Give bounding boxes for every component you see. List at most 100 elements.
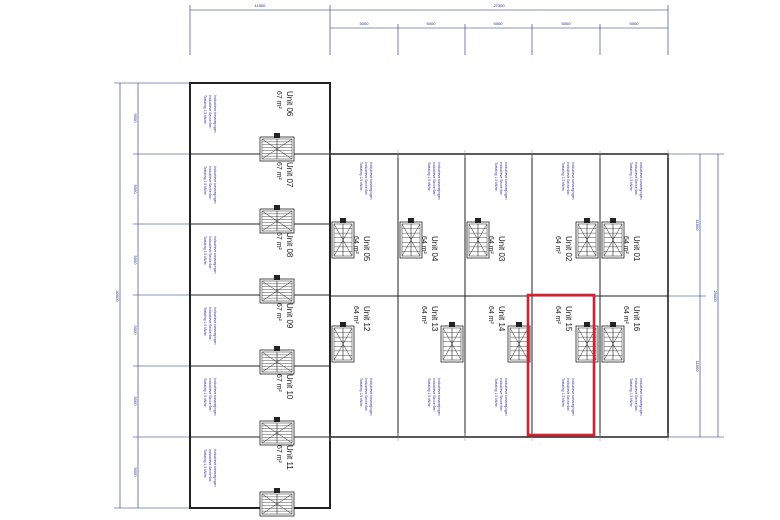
unit-02-note: Indicatieve toevoegingen	[571, 162, 575, 200]
unit-05-name: Unit 05	[362, 236, 371, 262]
unit-03-note: Indicatieve toevoegingen	[504, 162, 508, 200]
unit-14-note: Indicatieve Sectie 6m²	[499, 378, 503, 412]
unit-03-note: Indicatieve Sectie 6m²	[499, 162, 503, 196]
unit-08-name: Unit 08	[285, 232, 294, 258]
unit-12-note: Indicatieve Sectie 6m²	[364, 378, 368, 412]
unit-08-note: Toelating 1.5 kN/m²	[203, 236, 207, 266]
unit-11-note: Toelating 1.5 kN/m²	[203, 449, 207, 479]
unit-07-name: Unit 07	[285, 162, 294, 188]
unit-10-area: 67 m²	[275, 374, 282, 393]
unit-14-note: Indicatieve toevoegingen	[504, 378, 508, 416]
unit-06-note: Toelating 1.5 kN/m²	[203, 95, 207, 125]
unit-04-stairs	[399, 218, 423, 259]
unit-16-note: Indicatieve Sectie 6m²	[634, 378, 638, 412]
unit-10-name: Unit 10	[285, 374, 294, 400]
unit-11-note: Indicatieve toevoegingen	[213, 449, 217, 487]
dim-left-seg-3: 5000	[133, 256, 138, 266]
unit-13-area: 64 m²	[420, 306, 427, 325]
unit-06-stairs	[259, 133, 295, 162]
dim-right-total: 25000	[713, 290, 718, 302]
unit-07-stairs	[259, 205, 295, 234]
dimension-lines	[114, 5, 724, 509]
unit-02-stairs	[575, 218, 599, 259]
unit-14-stairs	[507, 322, 531, 363]
unit-08-note: Indicatieve Sectie 6m²	[208, 236, 212, 270]
unit-01-note: Indicatieve toevoegingen	[639, 162, 643, 200]
dim-top-seg-1: 5000	[360, 21, 370, 26]
unit-11-stairs	[259, 488, 295, 517]
unit-01-area: 64 m²	[622, 236, 629, 255]
unit-16-note: Indicatieve toevoegingen	[639, 378, 643, 416]
unit-11-area: 67 m²	[275, 445, 282, 464]
unit-13-name: Unit 13	[430, 306, 439, 332]
unit-11-note: Indicatieve Sectie 6m²	[208, 449, 212, 483]
dim-left-seg-4: 5000	[133, 326, 138, 336]
dim-top-seg-4: 5000	[562, 21, 572, 26]
unit-04-area: 64 m²	[420, 236, 427, 255]
unit-14-note: Toelating 1.5 kN/m²	[494, 378, 498, 408]
unit-15-note: Indicatieve toevoegingen	[571, 378, 575, 416]
unit-16-note: Toelating 1.5 kN/m²	[629, 378, 633, 408]
unit-07-note: Indicatieve Sectie 6m²	[208, 166, 212, 200]
unit-16-stairs	[601, 322, 625, 363]
unit-05-area: 64 m²	[352, 236, 359, 255]
unit-04-note: Indicatieve Sectie 6m²	[432, 162, 436, 196]
unit-05-note: Indicatieve Sectie 6m²	[364, 162, 368, 196]
dim-top-seg-3: 5000	[494, 21, 504, 26]
unit-05-note: Indicatieve toevoegingen	[369, 162, 373, 200]
unit-08-note: Indicatieve toevoegingen	[213, 236, 217, 274]
unit-06-area: 67 m²	[275, 91, 282, 110]
unit-14-area: 64 m²	[487, 306, 494, 325]
unit-09-note: Toelating 1.5 kN/m²	[203, 307, 207, 337]
unit-07-note: Indicatieve toevoegingen	[213, 166, 217, 204]
unit-01-stairs	[601, 218, 625, 259]
unit-16-area: 64 m²	[622, 306, 629, 325]
unit-01-note: Indicatieve Sectie 6m²	[634, 162, 638, 196]
unit-05-note: Toelating 1.5 kN/m²	[359, 162, 363, 192]
unit-10-note: Indicatieve toevoegingen	[213, 378, 217, 416]
grid-marks	[329, 150, 669, 441]
unit-09-note: Indicatieve toevoegingen	[213, 307, 217, 345]
unit-03-name: Unit 03	[497, 236, 506, 262]
unit-06-note: Indicatieve Sectie 6m²	[208, 95, 212, 129]
highlighted-unit-outline	[526, 293, 596, 437]
unit-04-note: Indicatieve toevoegingen	[437, 162, 441, 200]
unit-09-stairs	[259, 346, 295, 375]
dim-left-seg-1: 5000	[133, 114, 138, 124]
unit-02-area: 64 m²	[554, 236, 561, 255]
unit-02-name: Unit 02	[564, 236, 573, 262]
dim-top-total: 27300	[493, 3, 505, 8]
unit-09-note: Indicatieve Sectie 6m²	[208, 307, 212, 341]
unit-12-note: Toelating 1.5 kN/m²	[359, 378, 363, 408]
unit-12-area: 64 m²	[352, 306, 359, 325]
unit-15-note: Indicatieve Sectie 6m²	[566, 378, 570, 412]
unit-03-stairs	[466, 218, 490, 259]
unit-01-name: Unit 01	[632, 236, 641, 262]
unit-06-note: Indicatieve toevoegingen	[213, 95, 217, 133]
unit-05-stairs	[331, 218, 355, 259]
dim-top-seg-2: 5000	[427, 21, 437, 26]
unit-07-note: Toelating 1.5 kN/m²	[203, 166, 207, 196]
unit-10-stairs	[259, 417, 295, 446]
unit-13-note: Indicatieve toevoegingen	[437, 378, 441, 416]
unit-15-area: 64 m²	[554, 306, 561, 325]
unit-06-name: Unit 06	[285, 91, 294, 117]
